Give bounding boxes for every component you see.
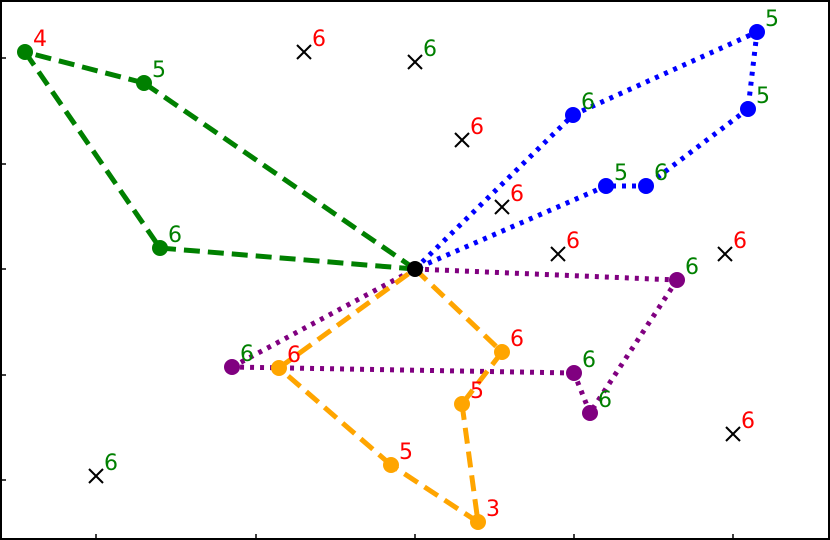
- route-segment-green: [142, 80, 417, 272]
- demand-label: 6: [287, 343, 301, 368]
- demand-label: 6: [423, 37, 437, 62]
- customer-node-green: [136, 75, 152, 91]
- routes-layer: [22, 29, 760, 525]
- unserved-marker: [296, 44, 312, 60]
- unserved-layer: [88, 44, 741, 484]
- customer-node-purple: [224, 359, 240, 375]
- route-segment-green: [159, 245, 416, 272]
- demand-label: 6: [470, 115, 484, 140]
- route-segment-purple: [231, 364, 575, 376]
- demand-label: 4: [33, 27, 47, 52]
- demand-label: 6: [581, 90, 595, 115]
- route-segment-orange: [459, 403, 481, 523]
- route-segment-orange: [389, 462, 480, 525]
- route-segment-blue: [644, 107, 750, 188]
- route-segment-blue: [745, 31, 760, 110]
- unserved-marker: [725, 426, 741, 442]
- axis-ticks: [1, 57, 734, 539]
- demand-label: 6: [582, 348, 596, 373]
- route-segment-orange: [413, 267, 504, 354]
- cross-stroke: [717, 246, 733, 262]
- route-segment-orange: [460, 350, 504, 406]
- demand-label: 6: [104, 451, 118, 476]
- demand-label: 3: [486, 497, 500, 522]
- route-segment-purple: [587, 278, 680, 415]
- unserved-marker: [494, 199, 510, 215]
- cross-stroke: [407, 54, 423, 70]
- route-segment-orange: [277, 366, 393, 467]
- demand-label: 6: [240, 342, 254, 367]
- unserved-marker: [454, 132, 470, 148]
- customer-node-purple: [566, 365, 582, 381]
- nodes-layer: [17, 24, 765, 530]
- cross-stroke: [454, 132, 470, 148]
- cross-stroke: [550, 246, 566, 262]
- depot-node: [407, 261, 423, 277]
- unserved-marker: [717, 246, 733, 262]
- unserved-marker: [407, 54, 423, 70]
- demand-label: 6: [598, 388, 612, 413]
- route-segment-orange: [277, 266, 417, 371]
- route-segment-green: [22, 50, 163, 250]
- demand-label: 6: [685, 255, 699, 280]
- cross-stroke: [88, 468, 104, 484]
- demand-label: 6: [654, 161, 668, 186]
- customer-node-purple: [582, 405, 598, 421]
- route-segment-blue: [571, 29, 759, 118]
- unserved-marker: [88, 468, 104, 484]
- route-segment-purple: [414, 266, 678, 283]
- customer-node-blue: [565, 107, 581, 123]
- customer-node-blue: [740, 101, 756, 117]
- demand-label: 6: [510, 327, 524, 352]
- customer-node-green: [17, 44, 33, 60]
- customer-node-orange: [383, 457, 399, 473]
- customer-node-green: [152, 240, 168, 256]
- demand-label: 6: [566, 229, 580, 254]
- demand-label: 5: [399, 440, 413, 465]
- route-segment-purple: [230, 266, 417, 370]
- demand-label: 6: [312, 27, 326, 52]
- demand-label: 5: [470, 379, 484, 404]
- demand-label: 6: [741, 409, 755, 434]
- cross-stroke: [494, 199, 510, 215]
- route-segment-blue: [414, 183, 607, 272]
- demand-label: 5: [756, 84, 770, 109]
- demand-label: 6: [168, 223, 182, 248]
- unserved-marker: [550, 246, 566, 262]
- demand-label: 6: [510, 182, 524, 207]
- demand-label: 5: [614, 161, 628, 186]
- cross-stroke: [725, 426, 741, 442]
- customer-node-blue: [749, 24, 765, 40]
- route-segment-blue: [413, 113, 575, 271]
- cross-stroke: [296, 44, 312, 60]
- demand-label: 5: [765, 7, 779, 32]
- customer-node-orange: [454, 396, 470, 412]
- customer-node-blue: [638, 178, 654, 194]
- route-segment-purple: [571, 372, 593, 414]
- customer-node-orange: [470, 514, 486, 530]
- customer-node-blue: [598, 178, 614, 194]
- customer-node-purple: [669, 272, 685, 288]
- customer-node-orange: [494, 344, 510, 360]
- demand-label: 6: [733, 229, 747, 254]
- customer-node-orange: [271, 360, 287, 376]
- route-segment-green: [24, 49, 145, 86]
- demand-label: 5: [152, 58, 166, 83]
